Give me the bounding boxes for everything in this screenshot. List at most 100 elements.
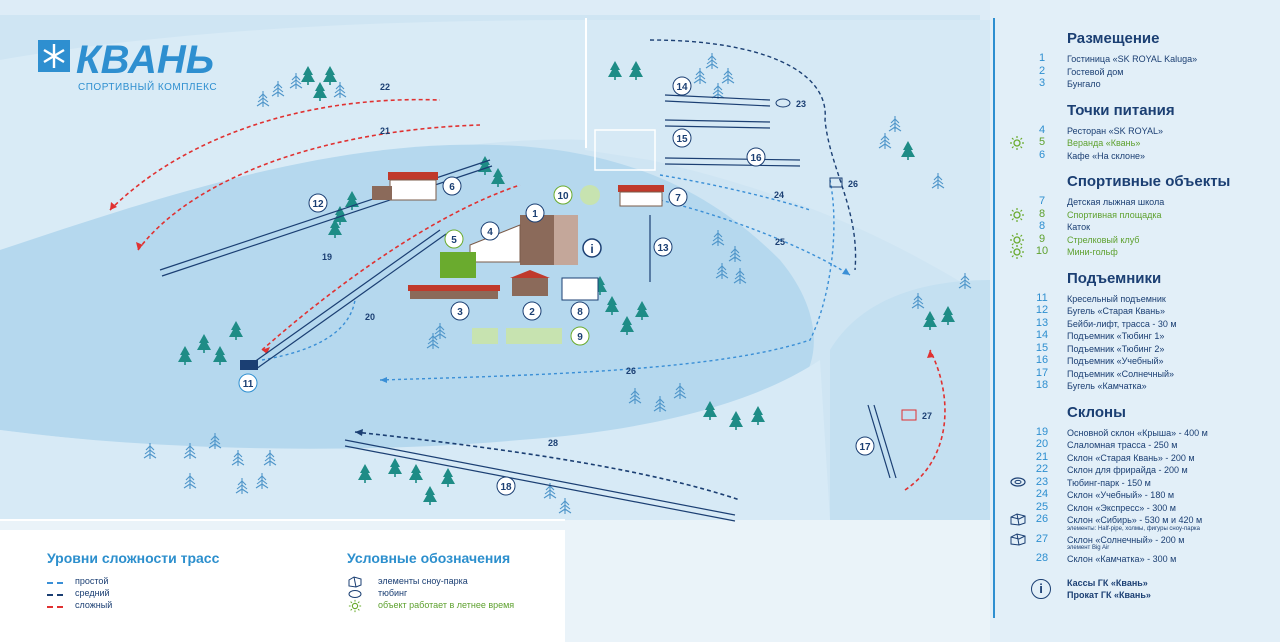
lift-11[interactable]: 11	[238, 229, 447, 393]
legend-item: 11 Кресельный подъемник	[995, 291, 1265, 306]
legend-item-number: 8	[1038, 207, 1046, 220]
building-7[interactable]: 7	[618, 185, 688, 207]
building-9[interactable]: 9	[472, 326, 590, 346]
logo-subtitle: СПОРТИВНЫЙ КОМПЛЕКС	[78, 80, 217, 93]
legend-item-number: 17	[1035, 366, 1049, 379]
symbol-label: тюбинг	[378, 588, 408, 598]
difficulty-label: средний	[75, 588, 110, 598]
legend-item-number: 4	[1038, 123, 1046, 136]
legend-item-text: Кресельный подъемник	[1067, 293, 1166, 304]
legend-item-number: 24	[1035, 488, 1049, 500]
snowpark-icon	[348, 575, 362, 588]
track-25-label: 25	[775, 237, 785, 247]
legend-item-number: 9	[1038, 232, 1046, 245]
difficulty-label: сложный	[75, 600, 113, 610]
lift-18[interactable]: 18	[344, 439, 736, 522]
legend-item: 3 Бунгало	[995, 77, 1265, 91]
legend-item-number: 8	[1038, 220, 1046, 232]
track-20-label: 20	[365, 312, 375, 322]
track-27[interactable]	[904, 349, 946, 491]
legend-item-text: Подъемник «Тюбинг 2»	[1067, 343, 1165, 354]
legend-item-note: элемент Big Air	[1067, 545, 1110, 551]
symbol-label: объект работает в летнее время	[378, 600, 515, 610]
legend-item-text: Кафе «На склоне»	[1067, 150, 1146, 161]
legend-item-number: 10	[1035, 245, 1049, 257]
track-26[interactable]: 26	[379, 179, 835, 383]
track-24-label: 24	[774, 190, 784, 200]
info-point[interactable]: i	[582, 238, 602, 258]
difficulty-label: простой	[75, 576, 109, 586]
legend-item-text: Склон «Учебный» - 180 м	[1067, 490, 1175, 500]
track-26-label: 26	[626, 366, 636, 376]
track-28-label: 28	[548, 438, 558, 448]
difficulty-title: Уровни сложности трасс	[47, 550, 220, 566]
track-25[interactable]: 25	[659, 199, 851, 276]
legend-item-text: Подъемник «Учебный»	[1067, 356, 1164, 366]
park-27-label: 27	[922, 411, 932, 421]
lift-18-label: 18	[500, 482, 512, 493]
legend-item-number: 11	[1036, 291, 1048, 304]
track-21-label: 21	[380, 126, 390, 136]
track-main-blue[interactable]	[649, 39, 857, 271]
track-21[interactable]: 21	[136, 124, 481, 251]
legend-item-number: 25	[1035, 500, 1049, 513]
track-20[interactable]: 20	[261, 299, 375, 361]
track-19[interactable]: 19	[261, 184, 521, 354]
tubing-park-23[interactable]: 23	[775, 98, 806, 109]
building-2[interactable]: 2	[510, 270, 550, 321]
building-6[interactable]: 6	[372, 172, 462, 201]
building-10[interactable]: 10	[553, 185, 600, 205]
legend-item-number: 1	[1038, 52, 1046, 64]
legend-item-number: 3	[1038, 77, 1046, 89]
building-3[interactable]: 3	[408, 285, 500, 321]
building-6-label: 6	[449, 182, 455, 193]
track-24[interactable]: 24	[659, 174, 811, 211]
lift-17[interactable]: 17	[855, 404, 897, 479]
info-line-1: Кассы ГК «Квань»	[1067, 577, 1148, 588]
legend-item-number: 6	[1038, 148, 1046, 161]
legend-item-number: 20	[1035, 438, 1049, 450]
lift-15[interactable]: 15	[664, 119, 771, 148]
legend-item-number: 28	[1035, 552, 1049, 564]
legend-bottom: Уровни сложности трасс Условные обозначе…	[0, 530, 565, 642]
track-22[interactable]: 22	[109, 82, 441, 211]
track-28[interactable]: 28	[354, 429, 741, 501]
difficulty-line-1	[47, 594, 63, 598]
lift-16[interactable]: 16	[664, 147, 801, 167]
info-line-2: Прокат ГК «Квань»	[1067, 589, 1151, 600]
lift-14[interactable]: 14	[664, 76, 771, 107]
lift-13[interactable]: 13	[649, 215, 673, 282]
tubing-icon	[348, 587, 362, 599]
sun-icon	[1009, 244, 1029, 260]
legend-item-text: Бунгало	[1067, 79, 1101, 89]
legend-section-title: Размещение	[1067, 30, 1160, 47]
lift-11-label: 11	[243, 379, 254, 390]
legend-item-number: 2	[1038, 64, 1046, 77]
building-5[interactable]: 5	[440, 229, 476, 278]
legend-item-number: 19	[1035, 425, 1049, 438]
building-8[interactable]: 8	[561, 277, 599, 321]
legend-item: 24 Склон «Учебный» - 180 м	[995, 488, 1265, 502]
legend-item-number: 14	[1035, 329, 1049, 341]
legend-item-text: Основной склон «Крыша» - 400 м	[1067, 427, 1208, 438]
legend-item-number: 26	[1035, 513, 1049, 525]
building-1[interactable]: 1	[520, 203, 578, 265]
legend-item-text: Мини-гольф	[1067, 247, 1118, 257]
symbol-label: элементы сноу-парка	[378, 576, 468, 586]
snowpark-26[interactable]: 26	[829, 177, 858, 189]
snowpark-27[interactable]: 27	[901, 409, 932, 421]
